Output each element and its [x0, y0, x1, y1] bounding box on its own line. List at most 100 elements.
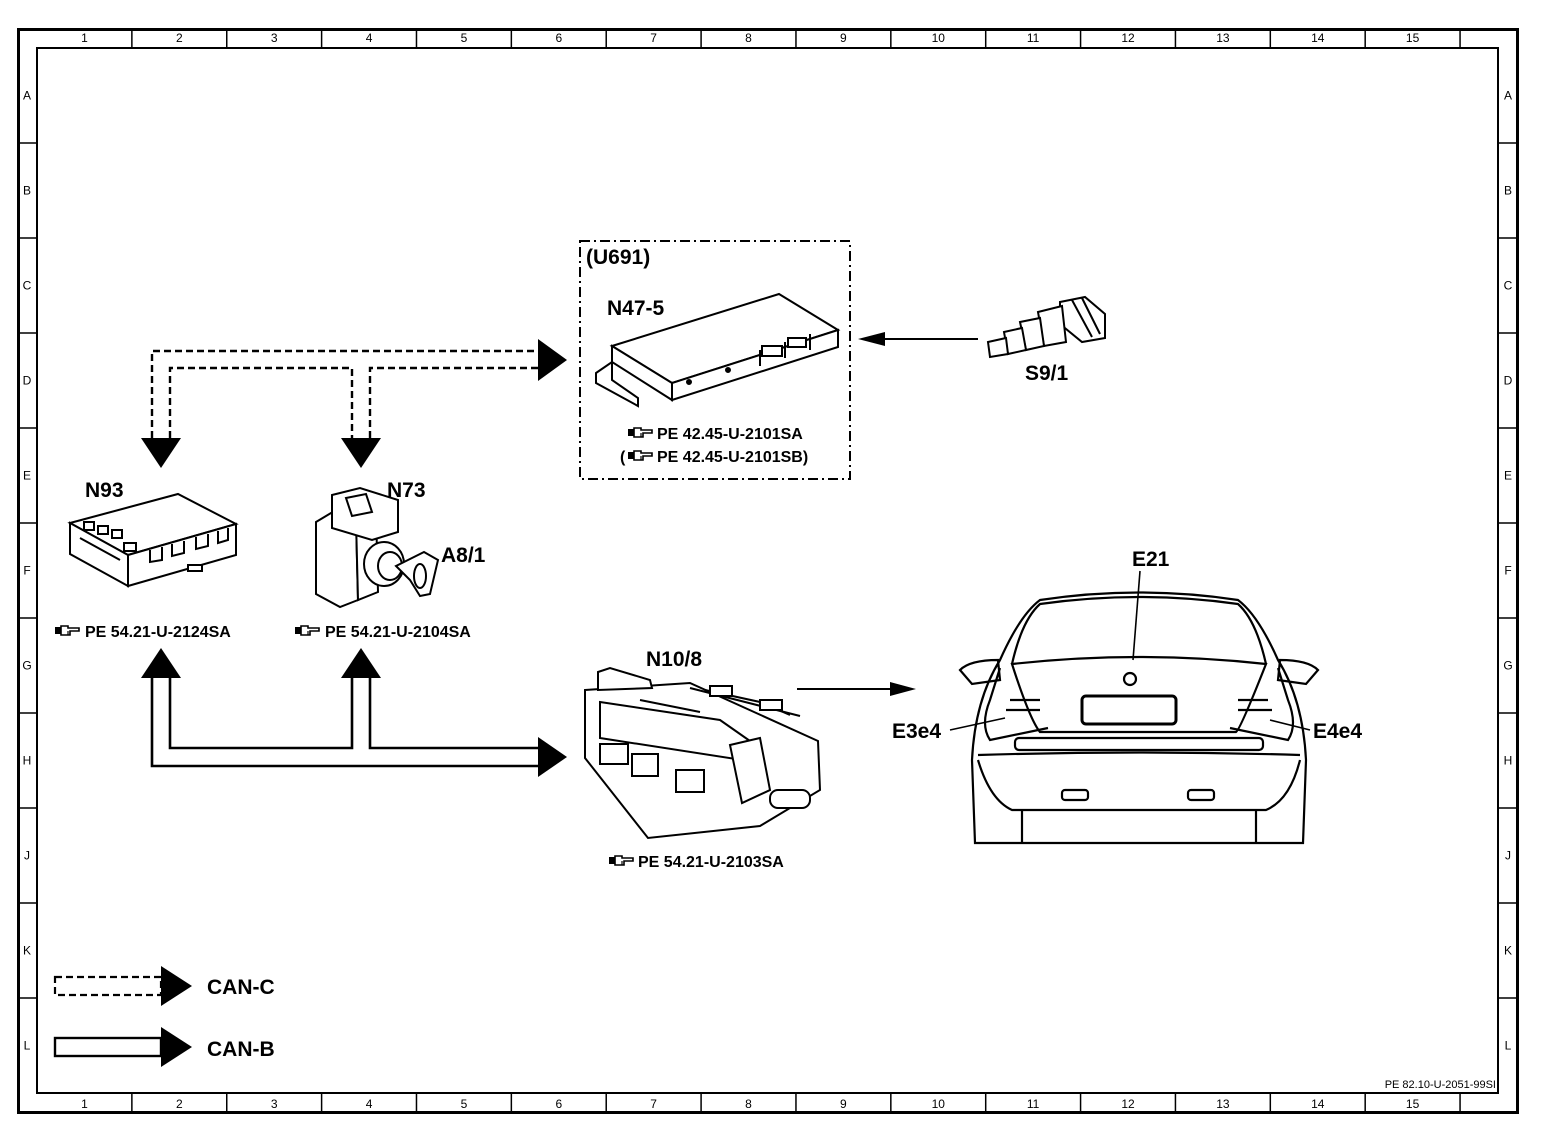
grid-row-label: B: [23, 184, 31, 198]
grid-row-label: E: [1504, 469, 1512, 483]
grid-row-label: C: [23, 279, 32, 293]
grid-row-label: B: [1504, 184, 1512, 198]
legend-can-b-label: CAN-B: [207, 1038, 275, 1061]
grid-row-labels-right: A B C D E F G H J K L: [1499, 89, 1517, 1053]
grid-column-label: 1: [81, 1097, 88, 1111]
grid-row-label: J: [1505, 849, 1511, 863]
n47-5-reference-2-open: (: [620, 449, 626, 466]
grid-column-label: 12: [1121, 31, 1135, 45]
legend-can-c: [53, 966, 192, 1006]
grid-column-label: 10: [932, 31, 946, 45]
grid-column-label: 5: [461, 1097, 468, 1111]
grid-column-label: 14: [1311, 1097, 1325, 1111]
n93-reference: PE 54.21-U-2124SA: [85, 624, 231, 641]
grid-column-label: 12: [1121, 1097, 1135, 1111]
u691-group-box: [579, 240, 851, 480]
grid-row-label: H: [23, 754, 32, 768]
grid-row-label: H: [1504, 754, 1513, 768]
pointing-hand-icon: [627, 450, 653, 461]
grid-column-label: 7: [650, 1097, 657, 1111]
pointing-hand-icon: [294, 625, 320, 636]
grid-column-label: 6: [555, 1097, 562, 1111]
grid-row-label: D: [1504, 374, 1513, 388]
grid-column-label: 4: [366, 1097, 373, 1111]
grid-row-label: F: [1504, 564, 1511, 578]
grid-column-label: 5: [461, 31, 468, 45]
grid-column-label: 2: [176, 31, 183, 45]
n47-5-module-drawing: [595, 292, 841, 408]
grid-row-label: K: [1504, 944, 1512, 958]
grid-row-labels-left: A B C D E F G H J K L: [18, 89, 36, 1053]
grid-row-label: A: [1504, 89, 1512, 103]
grid-column-label: 3: [271, 1097, 278, 1111]
n10-8-module-drawing: [584, 666, 822, 840]
grid-column-label: 4: [366, 31, 373, 45]
n73-label: N73: [387, 479, 426, 502]
grid-column-label: 1: [81, 31, 88, 45]
can-c-arrowheads: [141, 339, 567, 468]
grid-column-label: 10: [932, 1097, 946, 1111]
pointing-hand-icon: [627, 427, 653, 438]
n10-8-output-arrow: [797, 682, 916, 696]
n47-5-reference-1: PE 42.45-U-2101SA: [657, 426, 803, 443]
pointing-hand-icon: [54, 625, 80, 636]
light-leader-lines: [949, 570, 1311, 731]
e4e4-label: E4e4: [1313, 720, 1362, 743]
grid-column-label: 15: [1406, 31, 1420, 45]
grid-row-label: D: [23, 374, 32, 388]
grid-column-label: 13: [1216, 1097, 1230, 1111]
n10-8-label: N10/8: [646, 648, 702, 671]
vehicle-rear-drawing: [958, 591, 1320, 845]
grid-row-label: C: [1504, 279, 1513, 293]
grid-column-label: 11: [1027, 31, 1040, 45]
n73-ignition-switch-drawing: [315, 486, 440, 609]
s9-1-label: S9/1: [1025, 362, 1069, 385]
grid-column-label: 3: [271, 31, 278, 45]
grid-row-label: E: [23, 469, 31, 483]
n47-5-label: N47-5: [607, 297, 665, 320]
grid-column-label: 15: [1406, 1097, 1420, 1111]
legend-can-c-label: CAN-C: [207, 976, 275, 999]
can-c-bus-lines: [150, 349, 538, 438]
inner-frame: [36, 47, 1499, 1094]
grid-column-label: 9: [840, 31, 847, 45]
grid-column-label: 9: [840, 1097, 847, 1111]
a8-1-label: A8/1: [441, 544, 486, 567]
e3e4-label: E3e4: [892, 720, 941, 743]
can-b-bus-lines: [150, 678, 538, 768]
n10-8-reference: PE 54.21-U-2103SA: [638, 854, 784, 871]
grid-row-label: L: [1505, 1039, 1512, 1053]
can-b-arrowheads: [141, 648, 567, 777]
grid-row-label: K: [23, 944, 31, 958]
grid-row-label: L: [24, 1039, 31, 1053]
n73-reference: PE 54.21-U-2104SA: [325, 624, 471, 641]
grid-column-label: 11: [1027, 1097, 1040, 1111]
pointing-hand-icon: [608, 855, 634, 866]
document-id: PE 82.10-U-2051-99SI: [1385, 1079, 1496, 1091]
n93-module-drawing: [67, 492, 239, 588]
grid-column-label: 8: [745, 1097, 752, 1111]
grid-column-label: 8: [745, 31, 752, 45]
grid-column-label: 14: [1311, 31, 1325, 45]
e21-label: E21: [1132, 548, 1170, 571]
s9-1-switch-drawing: [986, 295, 1106, 359]
grid-row-label: F: [23, 564, 30, 578]
grid-row-label: G: [22, 659, 31, 673]
legend-can-b: [53, 1027, 192, 1067]
outer-frame: [17, 28, 1519, 1114]
grid-row-label: J: [24, 849, 30, 863]
s9-1-signal-arrow: [858, 332, 978, 346]
grid-row-label: A: [23, 89, 31, 103]
n93-label: N93: [85, 479, 124, 502]
grid-column-label: 2: [176, 1097, 183, 1111]
grid-column-label: 6: [555, 31, 562, 45]
grid-column-label: 7: [650, 31, 657, 45]
grid-row-label: G: [1503, 659, 1512, 673]
n47-5-reference-2: PE 42.45-U-2101SB): [657, 449, 808, 466]
grid-column-label: 13: [1216, 31, 1230, 45]
u691-group-label: (U691): [586, 246, 650, 269]
